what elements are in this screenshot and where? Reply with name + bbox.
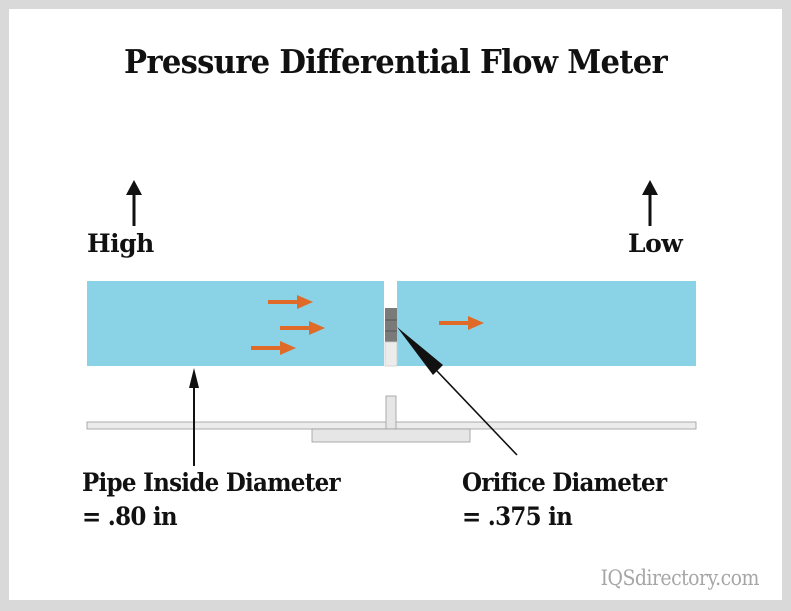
up-arrow-icon [126,180,142,226]
orifice-diameter-name: Orifice Diameter [462,468,667,497]
watermark: IQSdirectory.com [600,566,760,590]
low-pressure-label: Low [628,229,683,258]
orifice-diameter-callout: Orifice Diameter = .375 in [462,466,667,534]
support-stand [86,395,697,443]
right-arrow-icon [268,295,313,309]
up-arrow-icon [642,180,658,226]
pipe-diameter-callout: Pipe Inside Diameter = .80 in [82,466,341,534]
leader-line-arrow-icon [189,368,199,466]
orifice-plate [384,308,398,367]
upstream-pipe [87,281,384,366]
pipe-diameter-name: Pipe Inside Diameter [82,468,341,497]
page-title: Pressure Differential Flow Meter [124,42,668,81]
right-arrow-icon [439,316,484,330]
pipe-diameter-value: = .80 in [82,502,178,531]
high-pressure-label: High [87,229,154,258]
leader-line-arrow-icon [397,327,518,456]
right-arrow-icon [280,321,325,335]
right-arrow-icon [251,341,296,355]
orifice-diameter-value: = .375 in [462,502,573,531]
